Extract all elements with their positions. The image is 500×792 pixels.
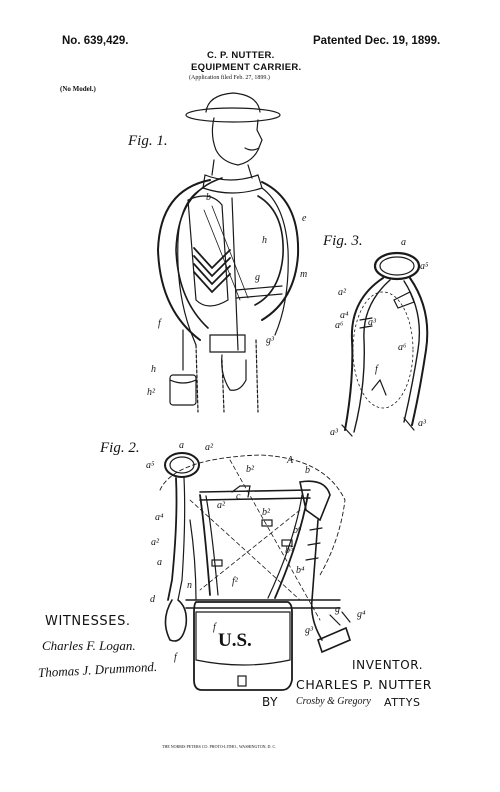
svg-text:a³: a³ (368, 317, 377, 328)
svg-text:a: a (157, 557, 162, 568)
svg-text:f: f (174, 652, 178, 663)
svg-text:n: n (187, 580, 192, 591)
patent-title: EQUIPMENT CARRIER. (191, 62, 302, 73)
svg-text:b⁵: b⁵ (285, 545, 294, 556)
hat-crown (205, 92, 261, 113)
application-filed: (Application filed Feb. 27, 1899.) (189, 75, 270, 81)
label-h: h (262, 235, 267, 246)
svg-text:b⁴: b⁴ (296, 565, 305, 576)
svg-text:d: d (150, 594, 156, 605)
svg-text:f: f (375, 364, 379, 375)
label-g: g (255, 272, 260, 283)
svg-text:g: g (335, 604, 340, 615)
label-a: a (401, 237, 406, 248)
hat-brim (185, 107, 281, 123)
label-f: f (158, 318, 162, 329)
label-e: e (302, 213, 307, 224)
figure-1-drawing (156, 92, 300, 413)
svg-text:a²: a² (217, 500, 226, 511)
label-h1: h (151, 364, 156, 375)
figure-2-drawing (159, 452, 351, 691)
inventor-heading: INVENTOR. (352, 658, 424, 672)
svg-text:a²: a² (205, 442, 214, 453)
label-b: b (206, 192, 211, 203)
figure-3-drawing (341, 251, 429, 437)
haversack-flap (195, 611, 291, 666)
label-m: m (300, 269, 307, 280)
svg-text:b⁶: b⁶ (293, 525, 302, 536)
figure-3-title: Fig. 3. (323, 233, 363, 249)
svg-text:a⁶: a⁶ (335, 320, 344, 331)
by-label: BY (262, 695, 279, 709)
svg-text:a⁶: a⁶ (398, 342, 407, 353)
model-note: (No Model.) (60, 85, 96, 93)
svg-text:f: f (213, 622, 217, 633)
figure-2-title: Fig. 2. (100, 440, 140, 456)
attorneys-signature: Crosby & Gregory (296, 696, 371, 707)
svg-text:g³: g³ (305, 625, 314, 636)
patent-number: No. 639,429. (62, 35, 129, 47)
svg-text:a²: a² (338, 287, 347, 298)
svg-text:a⁴: a⁴ (340, 310, 349, 321)
svg-text:a²: a² (151, 537, 160, 548)
printer-credit: THE NORRIS PETERS CO. PHOTO-LITHO., WASH… (162, 744, 277, 749)
svg-text:a⁵: a⁵ (146, 460, 155, 471)
reference-letters: b h e g m f g³ h h² a a⁵ a² a⁴ a⁶ a³ a⁶ … (146, 192, 429, 663)
haversack (193, 601, 293, 691)
svg-text:a: a (179, 440, 184, 451)
svg-text:b²: b² (262, 507, 271, 518)
svg-text:a⁵: a⁵ (420, 261, 429, 272)
witnesses-heading: WITNESSES. (45, 614, 131, 629)
bag-us-marking: U.S. (218, 630, 252, 651)
moustache (244, 147, 260, 151)
svg-text:c: c (236, 491, 241, 502)
patent-date: Patented Dec. 19, 1899. (313, 35, 441, 47)
inventor-name-header: C. P. NUTTER. (207, 50, 275, 61)
inventor-name: CHARLES P. NUTTER (296, 677, 433, 692)
svg-text:f²: f² (232, 576, 239, 587)
label-h2: h² (147, 387, 156, 398)
label-g3: g³ (266, 335, 275, 346)
witness-signature-1: Charles F. Logan. (42, 638, 136, 653)
svg-text:a³: a³ (330, 427, 339, 438)
attys-label: ATTYS (384, 696, 421, 709)
svg-text:a³: a³ (418, 418, 427, 429)
chevrons (193, 247, 231, 294)
svg-text:b²: b² (246, 464, 255, 475)
figure-1-title: Fig. 1. (128, 133, 168, 149)
svg-text:g⁴: g⁴ (357, 609, 366, 620)
svg-text:a⁴: a⁴ (155, 512, 164, 523)
svg-text:A: A (286, 455, 294, 466)
svg-text:b: b (305, 465, 310, 476)
